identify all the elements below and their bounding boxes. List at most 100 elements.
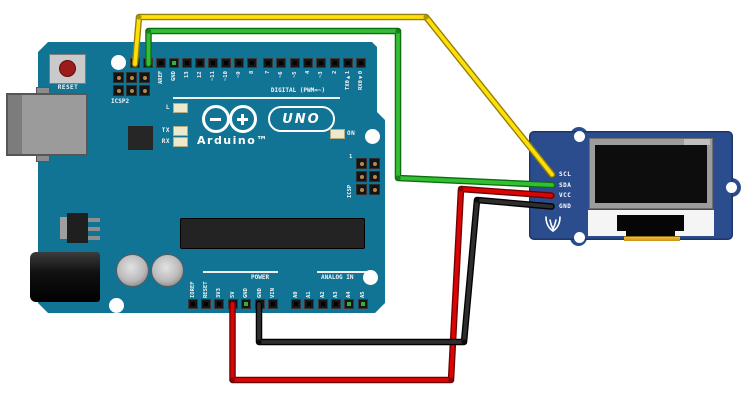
uno-badge: UNO [268, 106, 335, 132]
oled-pin-label-GND: GND [559, 202, 572, 210]
reset-button-cap[interactable] [59, 60, 76, 77]
pin-label-A1: A1 [306, 291, 313, 298]
regulator-leg [88, 227, 100, 231]
led-tx-label: TX [161, 127, 170, 134]
led-l-label: L [165, 104, 170, 111]
icsp-pin [356, 184, 367, 195]
icsp2-pin [113, 72, 124, 83]
regulator-leg [88, 236, 100, 240]
pin-label-A2: A2 [319, 291, 326, 298]
capacitor [115, 253, 149, 287]
pin-RX0◀0-7 [356, 58, 367, 68]
icsp2-pin [126, 72, 137, 83]
pin-label-~9: ~9 [236, 71, 242, 78]
pin-label-~3: ~3 [318, 71, 325, 78]
pin-label-13: 13 [184, 71, 190, 78]
led-rx [173, 137, 188, 147]
oled-ribbon-cable [624, 236, 680, 241]
pin-A3-3 [330, 299, 341, 309]
icsp2-label: ICSP2 [111, 98, 130, 105]
barrel-jack [30, 252, 100, 302]
pin-GND-3 [169, 58, 179, 68]
pin-A0-0 [291, 299, 301, 309]
icsp-pin1-label: 1 [349, 154, 353, 160]
oled-mounting-hole [725, 181, 737, 193]
pin-~11-6 [208, 58, 218, 68]
usb-port-face [8, 95, 22, 154]
mounting-hole [364, 128, 380, 144]
pin-12-5 [195, 58, 205, 68]
pin-7-0 [263, 58, 273, 68]
pin-~5-2 [289, 58, 300, 68]
pin-label-4: 4 [304, 71, 311, 75]
arduino-logo-minus [210, 117, 221, 121]
pin-label-~6: ~6 [278, 71, 285, 78]
pin-label-RX0◀0: RX0◀0 [358, 71, 365, 91]
pin-VIN-6 [267, 299, 278, 309]
pin-IOREF-0 [187, 299, 198, 309]
usb-tab-top [36, 87, 50, 94]
pin-digital-header-left-0 [130, 58, 140, 68]
pin-label-2: 2 [331, 71, 338, 75]
mounting-hole [110, 54, 126, 70]
uno-badge-text: UNO [282, 111, 321, 127]
pin-~3-4 [316, 58, 327, 68]
icsp-pin [369, 158, 380, 169]
oled-pin-VCC [548, 192, 555, 199]
pin-RESET-1 [200, 299, 211, 309]
pin-label-A0: A0 [293, 291, 299, 298]
pin-label-5V: 5V [229, 291, 236, 298]
led-rx-label: RX [161, 138, 170, 145]
led-l [173, 103, 188, 113]
usb-tab-bottom [36, 155, 50, 162]
mounting-hole [108, 297, 124, 313]
pin-label-TX0▶1: TX0▶1 [344, 71, 351, 91]
pin-~6-1 [276, 58, 287, 68]
icsp-label: ICSP [347, 184, 353, 198]
reset-button[interactable] [49, 54, 86, 84]
pin-label-A5: A5 [359, 291, 366, 298]
usb-port [6, 93, 88, 156]
pin-A2-2 [317, 299, 328, 309]
pin-label-GND: GND [243, 288, 250, 298]
pin-label-~10: ~10 [223, 71, 229, 81]
led-on-label: ON [347, 130, 356, 137]
icsp-pin [356, 171, 367, 182]
pin-AREF-2 [156, 58, 166, 68]
pin-label-GND: GND [256, 288, 263, 298]
voltage-regulator-tab [60, 217, 67, 239]
arduino-logo-plus-v [240, 113, 245, 125]
pin-label-GND: GND [171, 71, 177, 81]
pin-label-IOREF: IOREF [189, 281, 196, 298]
pin-digital-header-left-1 [143, 58, 153, 68]
led-tx [173, 126, 188, 136]
oled-pin-label-SCL: SCL [559, 171, 572, 178]
usb-interface-chip [128, 126, 153, 150]
oled-display [589, 138, 713, 209]
icsp-pin [369, 184, 380, 195]
pin-GND-4 [241, 299, 252, 309]
pin-4-3 [302, 58, 313, 68]
icsp-pin [369, 171, 380, 182]
pin-label-~11: ~11 [210, 71, 216, 81]
oled-ribbon-connector [617, 215, 684, 231]
icsp2-pin [126, 85, 137, 96]
pin-TX0▶1-6 [342, 58, 353, 68]
icsp2-pin [139, 72, 150, 83]
pin-GND-5 [254, 299, 265, 309]
pin-label-~5: ~5 [291, 71, 298, 78]
pin-8-9 [247, 58, 257, 68]
oled-mounting-hole [573, 131, 585, 142]
pin-label-12: 12 [197, 71, 203, 78]
oled-mounting-hole [573, 232, 585, 243]
capacitor [150, 253, 184, 287]
pin-label-3V3: 3V3 [216, 288, 223, 298]
icsp2-pin [139, 85, 150, 96]
oled-ribbon-connector-step [626, 231, 675, 237]
oled-screen [595, 145, 707, 203]
brand-text: Arduino™ [197, 134, 269, 147]
pin-~10-7 [221, 58, 231, 68]
icsp2-pin [113, 85, 124, 96]
oled-pin-SCL [548, 171, 555, 178]
